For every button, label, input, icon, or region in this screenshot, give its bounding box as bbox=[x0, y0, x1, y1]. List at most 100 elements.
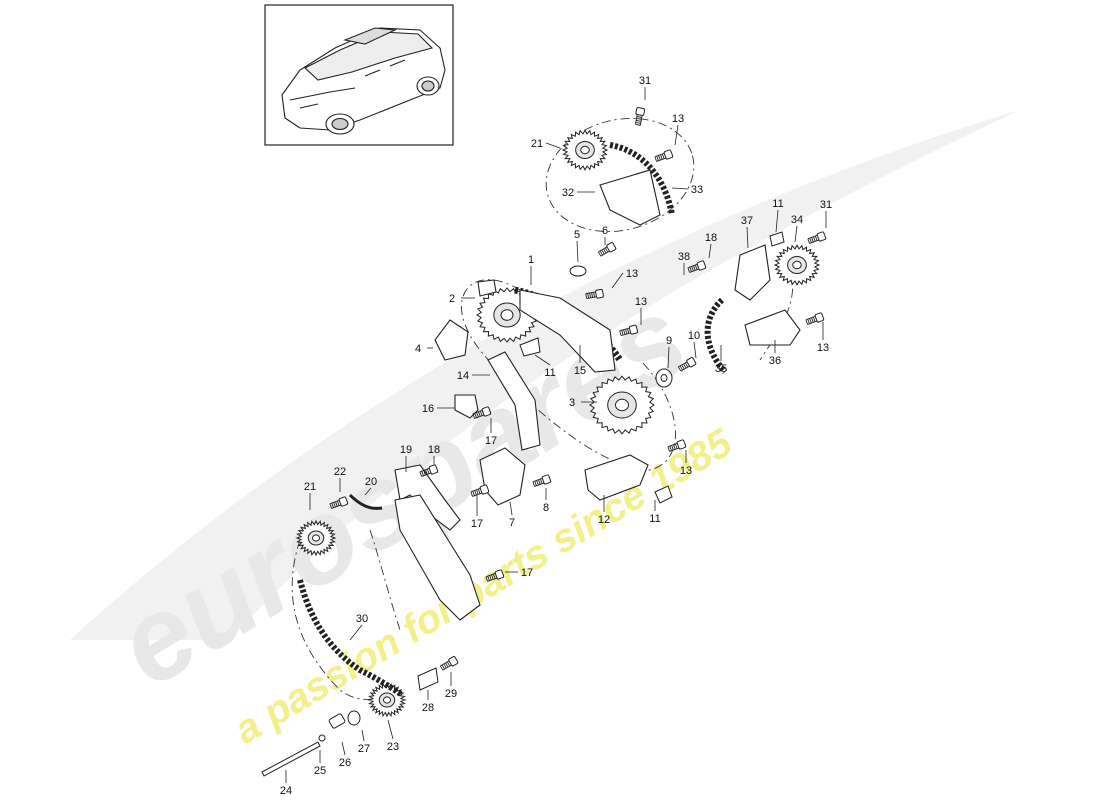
leader-line-26 bbox=[341, 741, 346, 756]
part-label-13-a[interactable]: 13 bbox=[672, 113, 684, 125]
part-label-19[interactable]: 19 bbox=[400, 444, 412, 456]
part-label-17-a[interactable]: 17 bbox=[485, 435, 497, 447]
bolt-13-r bbox=[804, 312, 825, 327]
part-label-11-mid[interactable]: 11 bbox=[544, 367, 555, 379]
part-label-30[interactable]: 30 bbox=[356, 613, 368, 625]
leader-line-30 bbox=[349, 624, 363, 641]
car-suv-icon bbox=[281, 27, 446, 135]
clip-25 bbox=[318, 734, 326, 742]
guide-rail-12 bbox=[584, 454, 649, 501]
part-label-2[interactable]: 2 bbox=[449, 293, 455, 305]
chain-tensioner-38 bbox=[477, 279, 497, 297]
part-label-1[interactable]: 1 bbox=[528, 254, 534, 266]
part-label-36[interactable]: 36 bbox=[769, 355, 781, 367]
tensioner-32 bbox=[599, 169, 661, 226]
leader-line-13-a bbox=[674, 124, 679, 146]
sprocket-3 bbox=[589, 375, 655, 435]
washer-27 bbox=[347, 710, 361, 726]
part-label-37[interactable]: 37 bbox=[741, 215, 753, 227]
sprocket-23 bbox=[367, 682, 407, 718]
part-label-6[interactable]: 6 bbox=[602, 225, 608, 237]
part-label-11-b[interactable]: 11 bbox=[649, 513, 660, 525]
bushing-4 bbox=[434, 319, 469, 361]
part-label-18-b[interactable]: 18 bbox=[428, 444, 440, 456]
part-label-13-c[interactable]: 13 bbox=[635, 296, 647, 308]
bolt-13-d bbox=[666, 439, 687, 454]
part-label-34[interactable]: 34 bbox=[791, 214, 803, 226]
part-label-3[interactable]: 3 bbox=[569, 397, 575, 409]
part-label-38[interactable]: 38 bbox=[678, 251, 690, 263]
vehicle-thumbnail bbox=[264, 4, 454, 146]
part-label-5[interactable]: 5 bbox=[574, 229, 580, 241]
bolt-17-c bbox=[484, 569, 505, 584]
part-label-16[interactable]: 16 bbox=[422, 403, 434, 415]
part-label-10[interactable]: 10 bbox=[688, 330, 700, 342]
part-label-17-c[interactable]: 17 bbox=[521, 567, 533, 579]
part-label-25[interactable]: 25 bbox=[314, 765, 326, 777]
leader-lines bbox=[285, 87, 827, 783]
sprocket-21-b bbox=[295, 519, 337, 557]
part-label-12[interactable]: 12 bbox=[598, 514, 610, 526]
part-label-11-r[interactable]: 11 bbox=[772, 198, 783, 210]
part-label-31-r[interactable]: 31 bbox=[820, 199, 832, 211]
part-label-23[interactable]: 23 bbox=[387, 741, 399, 753]
part-label-7[interactable]: 7 bbox=[509, 517, 515, 529]
part-label-15[interactable]: 15 bbox=[574, 365, 586, 377]
part-label-4[interactable]: 4 bbox=[415, 343, 421, 355]
bolt-10 bbox=[677, 356, 697, 373]
leader-line-9 bbox=[667, 346, 670, 369]
part-label-22[interactable]: 22 bbox=[334, 466, 346, 478]
part-label-31-top[interactable]: 31 bbox=[639, 75, 651, 87]
pin-26 bbox=[328, 713, 346, 729]
leader-line-34 bbox=[794, 225, 798, 243]
part-label-26[interactable]: 26 bbox=[339, 757, 351, 769]
part-label-13-b[interactable]: 13 bbox=[626, 268, 638, 280]
bolt-22 bbox=[328, 496, 349, 511]
part-label-21-b[interactable]: 21 bbox=[304, 481, 316, 493]
part-label-13-r[interactable]: 13 bbox=[817, 342, 829, 354]
part-label-29[interactable]: 29 bbox=[445, 688, 457, 700]
sprocket-34 bbox=[773, 244, 821, 286]
guide-rail-37 bbox=[734, 244, 771, 301]
part-label-18-top[interactable]: 18 bbox=[705, 232, 717, 244]
part-label-32[interactable]: 32 bbox=[562, 187, 574, 199]
shaft-24 bbox=[261, 741, 321, 777]
guide-rail-15 bbox=[519, 289, 616, 373]
sprocket-21-top bbox=[561, 129, 609, 171]
bolt-31-r bbox=[806, 231, 827, 246]
bolt-13-c bbox=[618, 324, 639, 338]
sleeve-11-mid bbox=[519, 337, 541, 357]
leader-line-13-b bbox=[611, 272, 624, 289]
part-label-33[interactable]: 33 bbox=[691, 184, 703, 196]
small-parts bbox=[261, 231, 785, 777]
part-label-9[interactable]: 9 bbox=[666, 335, 672, 347]
leader-line-33 bbox=[671, 187, 689, 190]
leader-line-37 bbox=[746, 226, 749, 249]
part-label-21-top[interactable]: 21 bbox=[531, 138, 543, 150]
part-label-13-d[interactable]: 13 bbox=[680, 465, 692, 477]
part-label-27[interactable]: 27 bbox=[358, 743, 370, 755]
chain-guides bbox=[394, 169, 801, 621]
part-label-28[interactable]: 28 bbox=[422, 702, 434, 714]
part-label-20[interactable]: 20 bbox=[365, 476, 377, 488]
guide-rail-18 bbox=[394, 494, 481, 621]
part-label-8[interactable]: 8 bbox=[543, 502, 549, 514]
chain-path-lines bbox=[291, 117, 794, 700]
part-label-17-b[interactable]: 17 bbox=[471, 518, 483, 530]
leader-line-21-top bbox=[545, 142, 561, 149]
part-label-24[interactable]: 24 bbox=[280, 785, 292, 797]
bolt-29 bbox=[439, 655, 459, 672]
part-label-14[interactable]: 14 bbox=[457, 370, 469, 382]
bolt-18-b bbox=[418, 464, 439, 479]
leader-line-27 bbox=[361, 729, 365, 742]
leader-line-11-r bbox=[775, 209, 779, 233]
leader-line-18-top bbox=[708, 243, 712, 259]
bolt-13-a bbox=[653, 149, 674, 164]
sleeve-11-right bbox=[769, 231, 785, 247]
part-label-35[interactable]: 35 bbox=[715, 363, 727, 375]
bolt-18-top bbox=[686, 260, 707, 275]
guide-rail-36 bbox=[744, 309, 801, 346]
